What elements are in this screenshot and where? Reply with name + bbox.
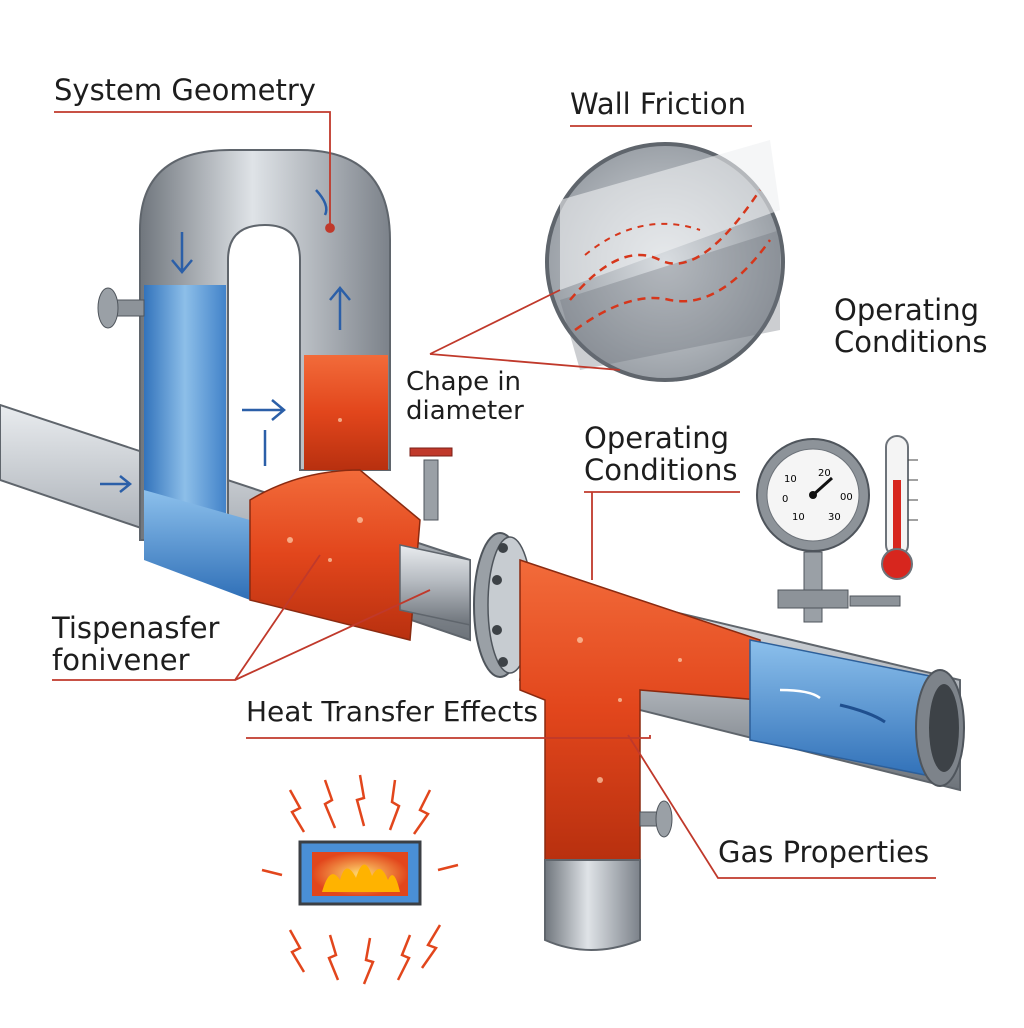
label-wall-friction: Wall Friction — [570, 87, 746, 121]
cold-fluid-main — [144, 490, 250, 600]
gauge-tick: 10 — [792, 512, 805, 523]
gauge-tick: 20 — [818, 468, 831, 479]
gauge-tick: 30 — [828, 512, 841, 523]
pressure-gauge: 10 20 00 0 30 10 — [756, 438, 870, 623]
gauge-tick: 0 — [782, 494, 788, 505]
hot-fluid-junction — [249, 469, 421, 641]
side-valve-left — [97, 287, 145, 329]
cold-fluid-section — [144, 285, 226, 545]
gauge-tick: 10 — [784, 474, 797, 485]
top-valve — [409, 447, 453, 521]
label-gas-properties: Gas Properties — [718, 835, 930, 869]
wall-friction-magnifier — [545, 140, 785, 382]
flow-particles — [287, 418, 682, 783]
label-line: Conditions — [584, 453, 738, 488]
label-transfer: Tispenasfer fonivener — [52, 612, 219, 677]
label-system-geometry: System Geometry — [54, 73, 316, 107]
flow-arrows — [100, 189, 886, 724]
label-operating-conditions-top: Operating Conditions — [834, 294, 988, 359]
label-change-in-diameter: Chape in diameter — [406, 367, 524, 427]
label-operating-conditions-mid: Operating Conditions — [584, 422, 738, 487]
down-pipe — [544, 859, 641, 951]
hot-fluid-riser — [304, 355, 388, 470]
gauge-tick: 00 — [840, 492, 853, 503]
side-valve-bottom — [639, 800, 673, 838]
u-bend-pipe — [139, 149, 391, 545]
label-line: Tispenasfer — [52, 611, 220, 645]
heat-source — [261, 774, 459, 985]
label-line: Operating — [584, 421, 729, 455]
label-line: Operating — [834, 293, 979, 327]
label-line: fonivener — [52, 643, 190, 678]
flange — [473, 532, 533, 678]
thermometer — [849, 435, 918, 607]
label-heat-transfer-effects: Heat Transfer Effects — [246, 695, 538, 728]
label-line: Conditions — [834, 325, 988, 360]
reduced-diameter-section — [399, 544, 471, 626]
leader-lines — [52, 111, 936, 879]
label-line: diameter — [406, 396, 524, 427]
label-line: Chape in — [406, 367, 522, 397]
